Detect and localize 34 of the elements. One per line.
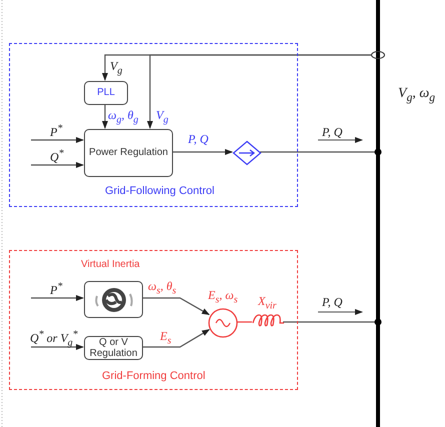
edge-label: ω$_{g}$, θ$_{g}$ [108, 109, 138, 126]
block-heading: Virtual Inertia [81, 259, 140, 270]
group-frame [9, 250, 298, 390]
connector-arrow [147, 54, 371, 129]
edge-label: P, Q [188, 133, 208, 146]
connector-line [260, 148, 382, 156]
group-frame [9, 43, 298, 207]
edge-label: Q$^{*}$ [50, 148, 64, 164]
connector-arrow [142, 329, 210, 348]
edge-label: E$_{s}$ [160, 330, 172, 346]
edge-label: ω$_{s}$, θ$_{s}$ [148, 280, 176, 296]
connector-arrow [142, 297, 210, 316]
connector-arrow [31, 344, 84, 350]
connector-line [237, 321, 252, 323]
connector-line [283, 318, 382, 326]
flow-label: P, Q [322, 126, 342, 140]
connector-arrow [172, 149, 233, 155]
function-block: PLL [84, 81, 128, 105]
group-title: Grid-Following Control [105, 185, 214, 197]
connector-arrow [31, 137, 84, 143]
quantity-label: V$_{g}$, ω$_{g}$ [398, 86, 436, 105]
connector-arrow [31, 295, 84, 301]
edge-label: P$^{*}$ [50, 281, 62, 298]
connector-arrow [102, 104, 108, 129]
edge-label: V$_{g}$ [110, 60, 122, 76]
quantity-label: E$_{s}$, ω$_{s}$ [208, 289, 238, 306]
function-block: Power Regulation [84, 129, 173, 177]
flow-label: P, Q [322, 296, 342, 310]
group-title: Grid-Forming Control [102, 370, 206, 382]
quantity-label: X$_{vir}$ [258, 295, 276, 312]
edge-label: P$^{*}$ [50, 123, 62, 140]
edge-label: V$_{g}$ [156, 109, 168, 126]
connector-arrow [31, 162, 84, 168]
function-block: Q or V Regulation [84, 336, 143, 360]
